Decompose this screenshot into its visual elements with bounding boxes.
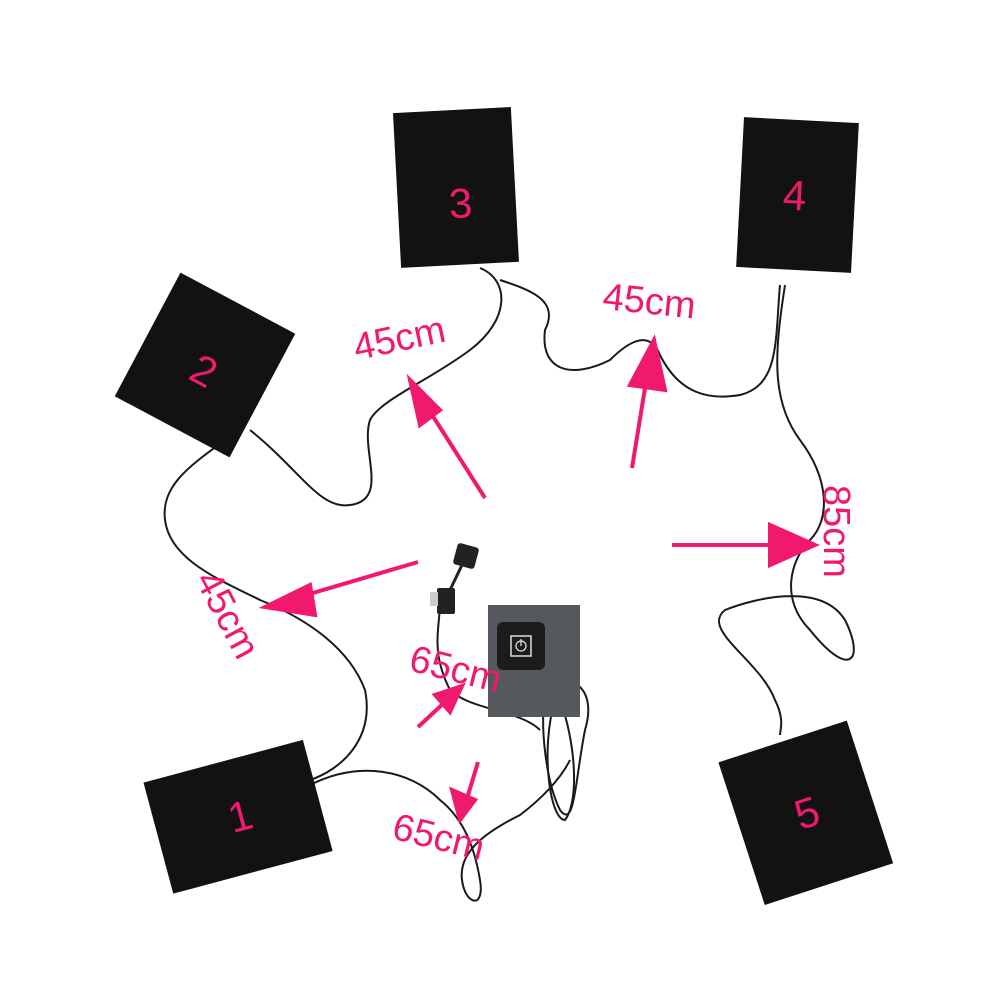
cable-pad3-pad4 [499, 279, 781, 398]
length-label-pad4-pad5: 85cm [815, 485, 857, 578]
svg-text:3: 3 [448, 179, 474, 227]
length-label-pad3-pad4: 45cm [600, 276, 698, 328]
pad-3: 3 [392, 106, 519, 268]
cable-pad2-pad1 [163, 424, 368, 781]
pad-5: 5 [718, 720, 894, 905]
power-icon [510, 635, 532, 657]
arrows [258, 334, 820, 825]
pad-1: 1 [143, 739, 333, 894]
pad-4: 4 [736, 117, 859, 273]
cable-pad1 [309, 759, 571, 902]
svg-text:4: 4 [782, 171, 808, 219]
cable-pad2-pad3 [249, 267, 503, 507]
pad-2: 2 [114, 272, 296, 458]
cable-pad4-pad5 [717, 284, 855, 736]
usb-connector [430, 543, 479, 614]
controller [488, 605, 580, 717]
